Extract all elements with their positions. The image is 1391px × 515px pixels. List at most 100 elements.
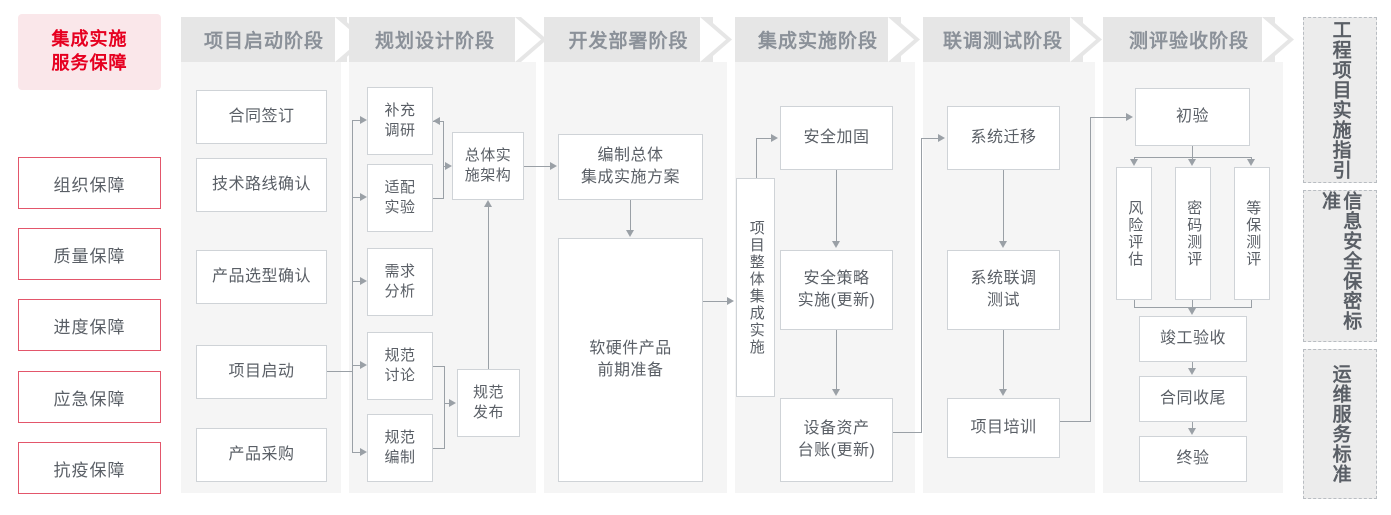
node-security-hardening[interactable]: 安全加固 [780,106,893,170]
phase-header-acceptance: 测评验收阶段 [1103,17,1275,62]
node-project-kickoff[interactable]: 项目启动 [196,345,327,399]
node-spec-release[interactable]: 规范 发布 [457,369,520,437]
phase-title: 测评验收阶段 [1128,31,1249,52]
phase-title: 集成实施阶段 [757,31,878,52]
node-label: 等保测评 [1244,199,1262,268]
node-completion-acceptance[interactable]: 竣工验收 [1139,316,1247,362]
connector-to-preliminary-acceptance [1090,117,1127,118]
node-label-line1: 安全策略 [803,270,870,288]
arrowhead-draft-plan [550,162,557,170]
node-label: 初验 [1175,108,1209,126]
node-overall-impl-architecture[interactable]: 总体实 施架构 [452,132,524,200]
connector-to-spec-discussion [352,365,363,366]
guarantee-hero-line2: 服务保障 [51,53,128,73]
node-label: 风险评估 [1126,199,1144,268]
arrowhead-architecture-from-below [484,200,492,207]
node-security-policy-implementation[interactable]: 安全策略 实施(更新) [780,250,893,330]
node-requirements-analysis[interactable]: 需求 分析 [367,248,433,316]
node-label: 合同签订 [228,108,295,126]
node-adaptation-experiment[interactable]: 适配 实验 [367,164,433,232]
standard-engineering-guideline[interactable]: 工程项目实施指引 [1303,17,1377,183]
node-label-line2: 台账(更新) [797,442,876,459]
connector-plan-to-preparation [630,200,631,231]
node-label: 产品选型确认 [211,268,311,286]
connector-preparation-to-integration [703,301,729,302]
node-draft-overall-integration-plan[interactable]: 编制总体 集成实施方案 [558,134,703,200]
guarantee-item-label: 应急保障 [53,389,126,409]
node-supplementary-research[interactable]: 补充 调研 [367,87,433,155]
node-label-line2: 发布 [472,404,504,421]
guarantee-item-quality[interactable]: 质量保障 [18,228,161,280]
arrowhead-supplementary-research [360,116,367,124]
connector-hardening-to-policy [836,170,837,242]
connector-architecture-to-plan [524,166,552,167]
connector-spec-drafting-to-bracket [433,448,444,449]
connector-integration-to-hardening [756,138,773,139]
phase-title: 规划设计阶段 [374,31,495,52]
node-label-line2: 测试 [986,292,1020,309]
node-label-line1: 总体实 [464,146,512,164]
arrowhead-mlps-evaluation [1247,159,1255,166]
node-project-training[interactable]: 项目培训 [947,398,1060,458]
standard-ops-service[interactable]: 运维服务标准 [1303,349,1377,499]
node-product-procurement[interactable]: 产品采购 [196,428,327,482]
node-label-line2: 调研 [384,122,416,139]
node-product-selection-confirm[interactable]: 产品选型确认 [196,250,327,304]
node-label-line2: 集成实施方案 [580,169,680,186]
arrowhead-back-to-supplementary-research [433,117,440,125]
node-preliminary-acceptance[interactable]: 初验 [1135,88,1250,146]
node-label-line2: 实验 [384,199,416,216]
arrowhead-overall-integration [727,297,734,305]
arrowhead-cryptography-evaluation [1188,159,1196,166]
connector-completion-to-closeout [1192,362,1193,369]
standard-label: 信息安全保密标准 [1319,191,1362,331]
guarantee-item-organization[interactable]: 组织保障 [18,157,161,209]
phase-title: 项目启动阶段 [203,31,324,52]
node-tech-route-confirm[interactable]: 技术路线确认 [196,158,327,212]
node-system-joint-test[interactable]: 系统联调 测试 [947,250,1060,330]
node-mlps-evaluation[interactable]: 等保测评 [1234,167,1270,300]
guarantee-item-epidemic[interactable]: 抗疫保障 [18,442,161,494]
node-overall-project-integration[interactable]: 项目整体集成实施 [736,178,775,397]
guarantee-item-label: 进度保障 [53,317,126,337]
phase-header-integration: 集成实施阶段 [735,17,901,62]
node-label: 终验 [1176,450,1210,468]
node-label-line1: 规范 [472,383,504,401]
connector-planning-bus [352,120,353,452]
arrowhead-preliminary-acceptance [1126,113,1133,121]
connector-joint-test-to-training [1003,330,1004,390]
node-label-line2: 施架构 [464,167,512,184]
connector-policy-to-ledger [836,330,837,390]
arrowhead-risk-assessment [1130,159,1138,166]
standard-label: 运维服务标准 [1329,364,1351,484]
node-label-line1: 需求 [384,262,416,280]
phase-header-planning: 规划设计阶段 [349,17,521,62]
node-risk-assessment[interactable]: 风险评估 [1116,167,1152,300]
node-final-acceptance[interactable]: 终验 [1139,436,1247,482]
node-cryptography-evaluation[interactable]: 密码测评 [1175,167,1211,300]
node-system-migration[interactable]: 系统迁移 [947,106,1060,170]
node-contract-closeout[interactable]: 合同收尾 [1139,376,1247,422]
connector-mlps-merge-drop [1251,300,1252,308]
arrowhead-security-hardening [771,134,778,142]
guarantee-item-emergency[interactable]: 应急保障 [18,371,161,423]
guarantee-item-schedule[interactable]: 进度保障 [18,299,161,351]
node-spec-drafting[interactable]: 规范 编制 [367,414,433,482]
node-label-line1: 系统联调 [970,270,1037,288]
connector-bracket-lower [444,366,445,449]
node-label-line1: 设备资产 [803,420,870,438]
node-label-line1: 规范 [384,428,416,446]
node-equipment-asset-ledger[interactable]: 设备资产 台账(更新) [780,398,893,482]
node-label-line2: 编制 [384,449,416,466]
phase-header-startup: 项目启动阶段 [181,17,347,62]
connector-training-right [1060,421,1091,422]
arrowhead-security-policy [832,241,840,248]
node-label-line1: 软硬件产品 [589,340,672,358]
node-label: 项目启动 [228,363,295,381]
node-hardware-software-preparation[interactable]: 软硬件产品 前期准备 [558,238,703,482]
node-spec-discussion[interactable]: 规范 讨论 [367,332,433,400]
node-contract-signing[interactable]: 合同签订 [196,90,327,144]
node-label: 安全加固 [803,129,870,147]
arrowhead-contract-closeout [1188,368,1196,375]
standard-infosec-confidentiality[interactable]: 信息安全保密标准 [1303,190,1377,342]
